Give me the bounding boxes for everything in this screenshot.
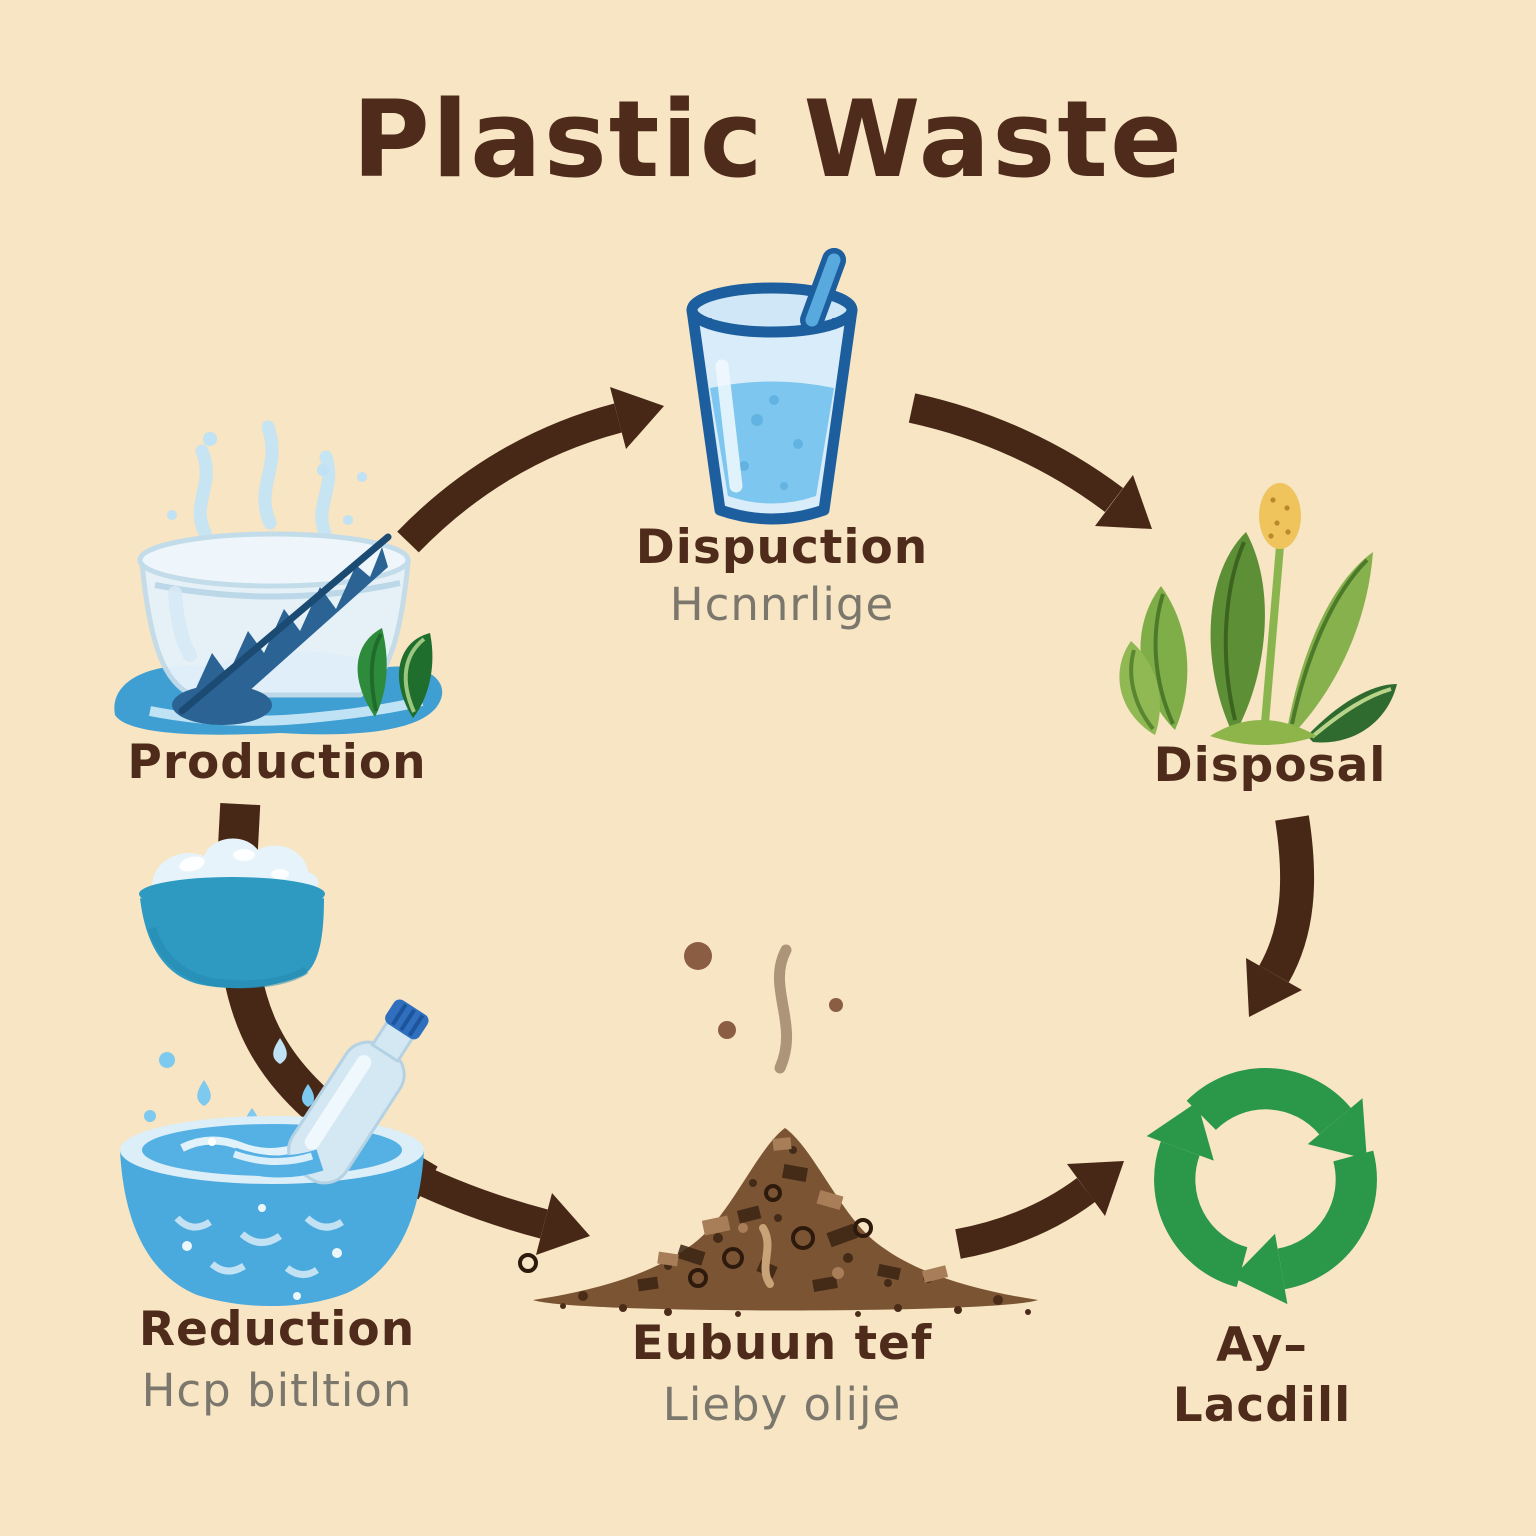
steam-icon — [193, 420, 336, 540]
use-label: Dispuction — [635, 520, 929, 575]
arrow-disposal-to-landfill-icon — [1246, 815, 1315, 1017]
recycling-symbol-icon — [1146, 1068, 1377, 1305]
recycle-arm-icon — [1232, 1150, 1377, 1305]
compost-label: Eubuun tef — [631, 1316, 933, 1371]
recycle-arm-icon — [1186, 1068, 1367, 1160]
compost-pile-icon — [518, 942, 1038, 1317]
plastic-cup-icon — [686, 248, 858, 525]
plastic-bottle-icon — [287, 999, 429, 1185]
plant-icon — [1119, 483, 1397, 745]
bubbles-icon — [739, 395, 803, 490]
reduction-bowls-icon — [120, 803, 438, 1307]
cup-body-icon — [686, 248, 858, 525]
production-tub-icon — [114, 420, 443, 735]
landfill-label-line2: Lacdill — [1172, 1378, 1352, 1433]
stem-icon — [1261, 545, 1284, 724]
scatter-crumbs-icon — [560, 1291, 1031, 1317]
saw-blade-icon — [172, 533, 392, 725]
bud-icon — [1259, 483, 1301, 549]
front-water-icon — [228, 1147, 324, 1178]
reduction-sublabel: Hcp bitltion — [141, 1364, 413, 1417]
compost-sublabel: Lieby olije — [662, 1378, 902, 1431]
use-sublabel: Hcnnrlige — [669, 578, 895, 631]
leaves-icon — [357, 628, 433, 718]
production-label: Production — [127, 735, 427, 790]
leaves-icon — [1119, 532, 1397, 745]
small-bowl-icon — [139, 838, 325, 989]
water-droplets-icon — [167, 432, 367, 525]
landfill-label-line1: Ay– — [1216, 1318, 1308, 1373]
recycle-arm-icon — [1146, 1101, 1249, 1288]
steam-squiggle-icon — [773, 944, 793, 1074]
big-bowl-icon — [120, 1116, 424, 1307]
debris-dots-icon — [684, 942, 843, 1039]
reduction-label: Reduction — [138, 1302, 416, 1357]
pile-mound-icon — [518, 1128, 1038, 1317]
disposal-label: Disposal — [1153, 738, 1387, 793]
poster-title: Plastic Waste — [352, 78, 1184, 201]
